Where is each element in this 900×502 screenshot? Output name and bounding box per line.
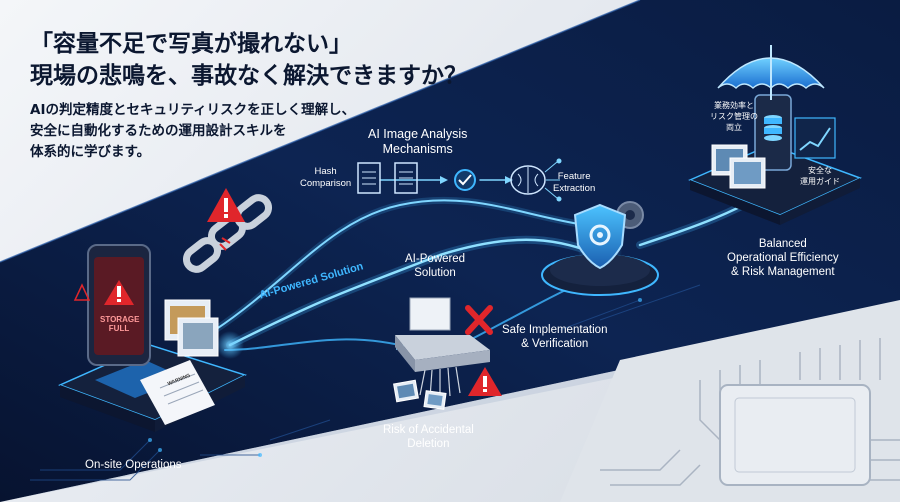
shield-platform xyxy=(541,201,659,296)
title-line-2: 現場の悲鳴を、事故なく解決できますか？ xyxy=(30,63,467,89)
chip xyxy=(719,384,871,486)
subtitle-line-2: 安全に自動化するための運用設計スキルを xyxy=(30,123,287,139)
subtitle-line-1: AIの判定精度とセキュリティリスクを正しく理解し、 xyxy=(30,102,356,118)
hash-doc-icons xyxy=(357,162,418,194)
shredder-icon xyxy=(393,297,490,410)
page-subtitle: AIの判定精度とセキュリティリスクを正しく理解し、 安全に自動化するための運用設… xyxy=(30,100,450,163)
umbrella-icon xyxy=(717,45,825,100)
label-safe-implementation: Safe Implementation& Verification xyxy=(502,324,608,350)
label-onsite-operations: On-site Operations xyxy=(85,459,182,471)
check-icon xyxy=(454,169,476,191)
brain-icon xyxy=(510,158,562,202)
circuit-lines xyxy=(600,338,900,486)
delete-x-icon xyxy=(465,305,493,335)
page-title: 「容量不足で写真が撮れない」 現場の悲鳴を、事故なく解決できますか？ xyxy=(30,28,550,92)
subtitle-line-3: 体系的に学びます。 xyxy=(30,144,151,160)
dashboard-platform xyxy=(688,94,862,225)
warning-icon xyxy=(207,188,245,222)
title-line-1: 「容量不足で写真が撮れない」 xyxy=(30,31,352,57)
onsite-platform xyxy=(58,244,247,432)
label-dashboard-jp: 業務効率とリスク管理の両立 xyxy=(710,101,758,132)
label-guide-jp: 安全な運用ガイド xyxy=(800,166,840,186)
